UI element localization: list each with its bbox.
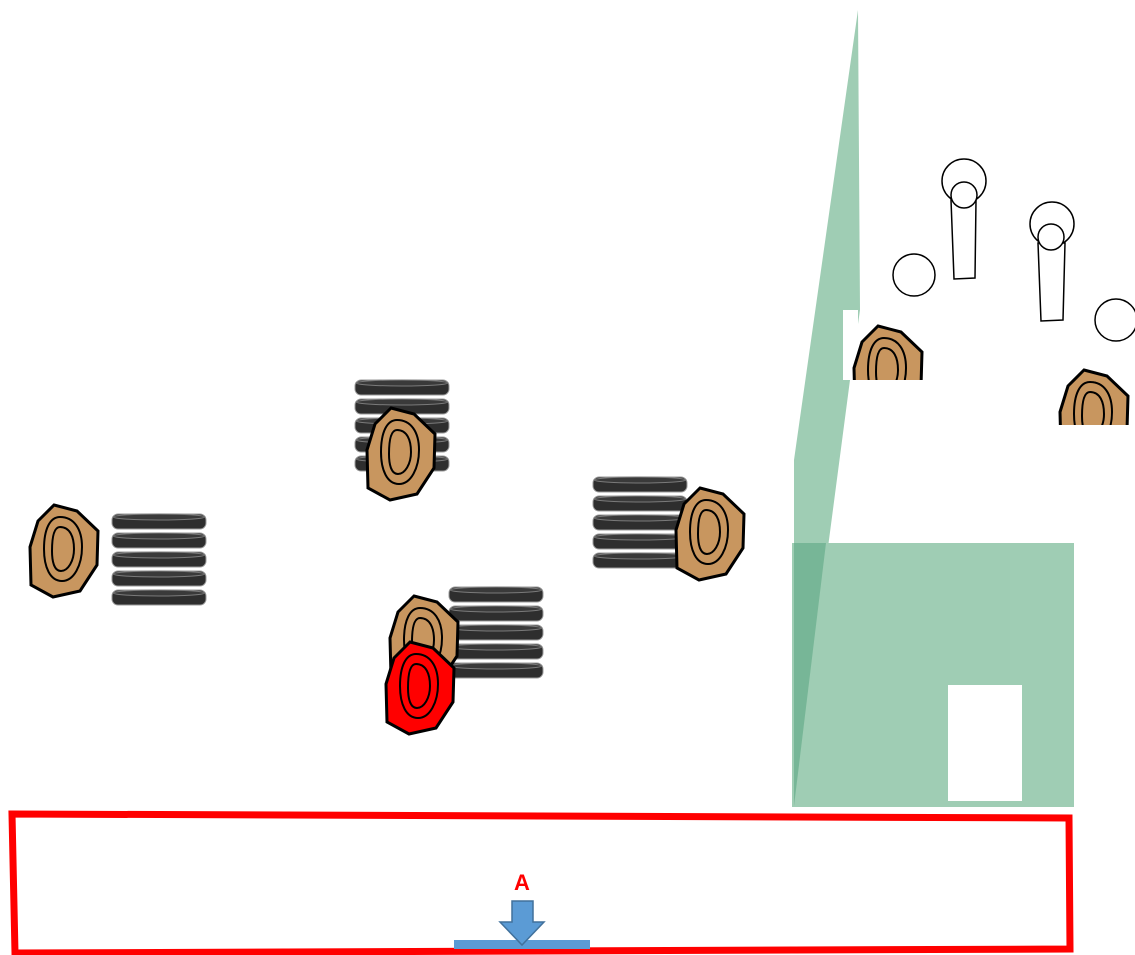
start-area-border [12, 814, 1070, 953]
barrel-stack [449, 587, 543, 678]
paper-target-partial [854, 326, 922, 418]
paper-target [676, 488, 744, 580]
steel-plate [1095, 299, 1135, 341]
steel-popper [1030, 202, 1074, 321]
vision-barrier [792, 10, 1074, 807]
wall-opening-door [948, 685, 1022, 801]
barrel-stack [112, 514, 206, 605]
start-position-label: A [514, 870, 530, 895]
steel-plate [893, 254, 935, 296]
barrier-block [792, 543, 1074, 807]
start-area: A [12, 814, 1070, 953]
paper-target-partial [1060, 370, 1128, 462]
barrel-stack [593, 477, 687, 568]
start-arrow-icon [500, 901, 544, 945]
paper-target [30, 505, 98, 597]
steel-popper [942, 159, 986, 279]
